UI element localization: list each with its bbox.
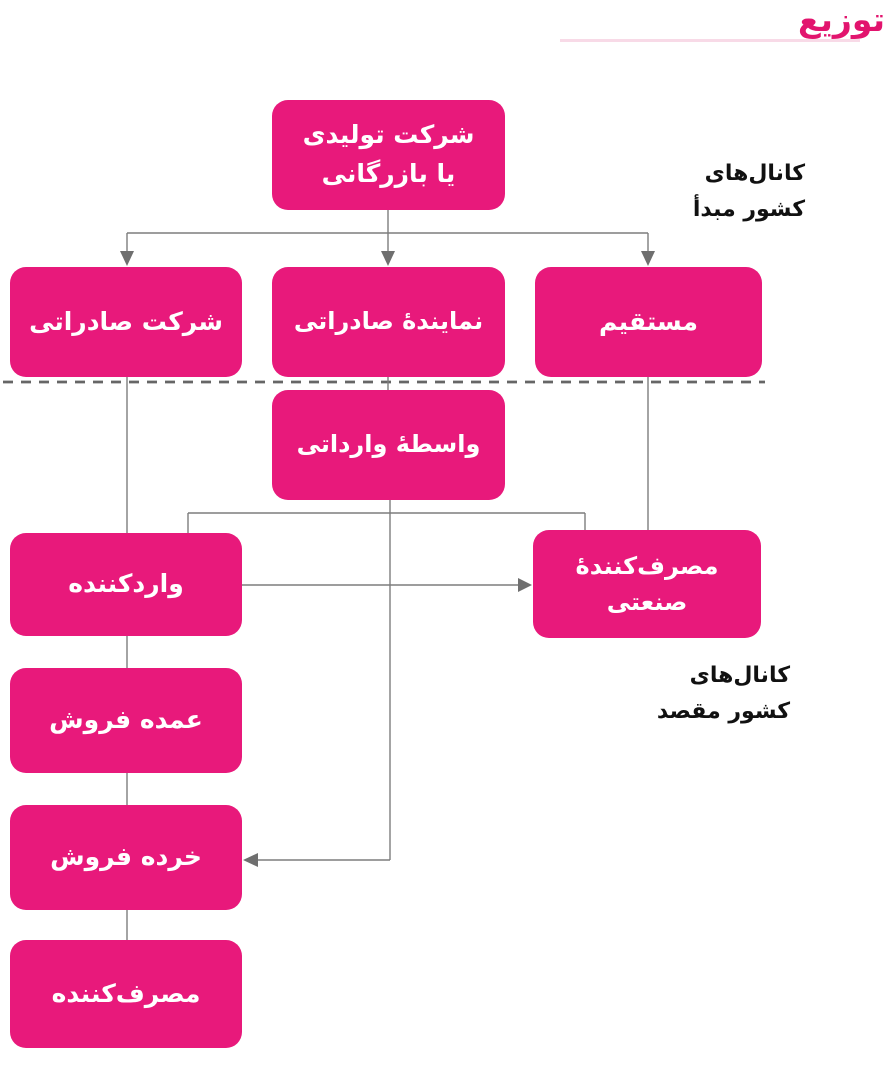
node-direct: مستقیم — [535, 267, 762, 377]
node-label-line: خرده فروش — [50, 842, 202, 872]
node-manufacturing-or-trading-company: شرکت تولیدی یا بازرگانی — [272, 100, 505, 210]
node-industrial-consumer: مصرف‌کنندۀ صنعتی — [533, 530, 761, 638]
node-label-line: واردکننده — [68, 569, 184, 599]
node-importer: واردکننده — [10, 533, 242, 636]
node-label-line: عمده فروش — [49, 705, 203, 735]
node-label-line: صنعتی — [606, 588, 688, 616]
node-wholesaler: عمده فروش — [10, 668, 242, 773]
origin-label-line1: کانال‌های — [704, 161, 805, 186]
origin-label-line2: کشور مبدأ — [692, 197, 805, 222]
arrow-right-industrial-icon — [518, 578, 532, 592]
node-label-line: واسطۀ وارداتی — [296, 430, 481, 459]
destination-label-line1: کانال‌های — [689, 663, 790, 688]
node-import-intermediary: واسطۀ وارداتی — [272, 390, 505, 500]
node-label-line: مستقیم — [599, 306, 698, 336]
arrow-left-retailer-icon — [243, 853, 258, 867]
arrow-down-direct-icon — [641, 251, 655, 266]
node-consumer: مصرف‌کننده — [10, 940, 242, 1048]
arrow-down-export-agent-icon — [381, 251, 395, 266]
destination-label-line2: کشور مقصد — [656, 699, 790, 724]
node-label-line: شرکت صادراتی — [29, 306, 223, 336]
destination-country-channels-label: کانال‌های کشور مقصد — [640, 658, 790, 730]
origin-country-channels-label: کانال‌های کشور مبدأ — [640, 156, 805, 228]
arrow-down-export-company-icon — [120, 251, 134, 266]
node-label-line: یا بازرگانی — [321, 159, 456, 188]
node-label-line: شرکت تولیدی — [302, 120, 475, 150]
page-title: توزیع — [797, 0, 885, 39]
node-label-line: مصرف‌کنندۀ — [575, 552, 719, 580]
node-export-company: شرکت صادراتی — [10, 267, 242, 377]
node-label-line: نمایندۀ صادراتی — [293, 307, 484, 336]
node-label-line: مصرف‌کننده — [51, 978, 201, 1008]
node-export-agent: نمایندۀ صادراتی — [272, 267, 505, 377]
title-underline — [560, 39, 860, 42]
node-retailer: خرده فروش — [10, 805, 242, 910]
